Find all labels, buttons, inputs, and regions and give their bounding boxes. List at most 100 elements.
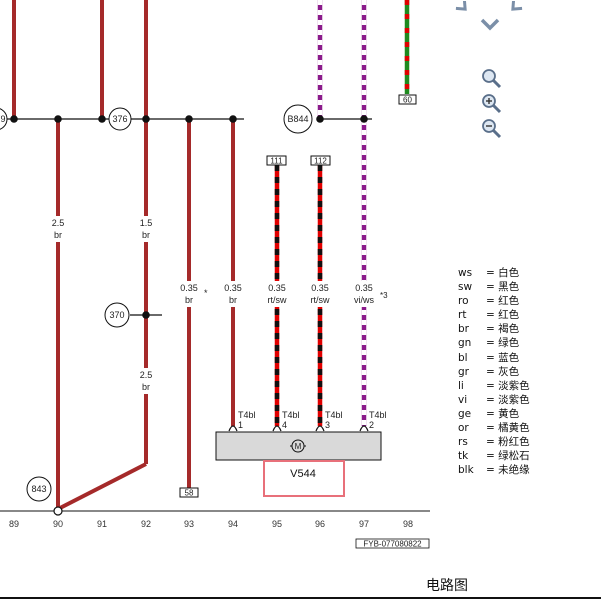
svg-text:T4bl: T4bl: [282, 410, 300, 420]
legend-row: gr= 灰色: [458, 365, 520, 378]
zoom-in-icon[interactable]: [480, 92, 502, 114]
column-numbers: 89 90 91 92 93 94 95 96 97 98: [9, 519, 413, 529]
svg-text:2: 2: [369, 420, 374, 430]
pin-t4bl-2: T4bl 2: [359, 410, 387, 432]
svg-text:111: 111: [270, 157, 283, 166]
svg-text:58: 58: [185, 489, 194, 498]
footnote-3: *3: [380, 291, 388, 300]
svg-text:370: 370: [109, 310, 124, 320]
svg-text:91: 91: [97, 519, 107, 529]
junction-dot: [10, 115, 18, 123]
legend-row: ro= 红色: [458, 295, 520, 308]
svg-text:92: 92: [141, 519, 151, 529]
svg-text:90: 90: [53, 519, 63, 529]
svg-text:br: br: [142, 230, 150, 240]
svg-text:T4bl: T4bl: [238, 410, 256, 420]
ground-point: [53, 506, 63, 516]
svg-text:br: br: [185, 295, 193, 305]
junction-dot: [98, 115, 106, 123]
svg-text:96: 96: [315, 519, 325, 529]
svg-text:379: 379: [0, 114, 6, 124]
terminal-60[interactable]: 60: [398, 94, 417, 105]
svg-text:0.35: 0.35: [311, 283, 329, 293]
diagram-title: 电路图: [426, 578, 468, 594]
terminal-112[interactable]: 112: [310, 155, 331, 166]
svg-text:0.35: 0.35: [224, 283, 242, 293]
svg-text:M: M: [295, 442, 302, 451]
document-id: FYB-077080822: [355, 538, 430, 549]
svg-text:60: 60: [403, 96, 412, 105]
junction-dot: [185, 115, 193, 123]
connector-843[interactable]: 843: [26, 476, 52, 502]
search-icon[interactable]: [480, 67, 502, 89]
svg-text:2.5: 2.5: [52, 218, 65, 228]
legend-row: ws= 白色: [458, 267, 520, 279]
svg-text:4: 4: [282, 420, 287, 430]
connector-b844[interactable]: B844: [283, 104, 313, 134]
scroll-up-right-icon[interactable]: [507, 0, 525, 12]
scroll-up-left-icon[interactable]: [455, 0, 473, 12]
scroll-down-icon[interactable]: [479, 16, 501, 34]
junction-dot: [142, 115, 150, 123]
wire-label: 0.35 rt/sw: [264, 281, 290, 307]
svg-text:1: 1: [238, 420, 243, 430]
component-label: V544: [290, 468, 316, 480]
svg-text:94: 94: [228, 519, 238, 529]
legend-row: br= 褐色: [458, 323, 520, 336]
connector-376[interactable]: 376: [108, 107, 132, 131]
connector-379[interactable]: 379: [0, 108, 8, 130]
color-legend: ws= 白色 sw= 黑色 ro= 红色 rt= 红色 br= 褐色 gn= 绿…: [458, 266, 530, 477]
legend-row: blk= 未绝缘: [458, 464, 530, 477]
component-label-highlight[interactable]: [263, 460, 345, 497]
svg-text:112: 112: [314, 157, 327, 166]
junction-dot: [54, 115, 62, 123]
legend-row: sw= 黑色: [458, 281, 520, 294]
svg-text:0.35: 0.35: [180, 283, 198, 293]
pin-t4bl-4: T4bl 4: [272, 410, 300, 432]
pin-t4bl-3: T4bl 3: [315, 410, 343, 432]
svg-text:0.35: 0.35: [355, 283, 373, 293]
svg-text:B844: B844: [287, 114, 308, 124]
zoom-out-icon[interactable]: [480, 117, 502, 139]
wire-label: 0.35 br: [178, 281, 200, 307]
wire-label: 2.5 br: [138, 368, 154, 394]
svg-text:376: 376: [112, 114, 127, 124]
legend-row: ge= 黄色: [458, 407, 520, 420]
svg-text:2.5: 2.5: [140, 370, 153, 380]
legend-row: vi= 淡紫色: [458, 393, 530, 406]
junction-dot: [316, 115, 324, 123]
legend-row: or= 橘黄色: [458, 422, 530, 435]
svg-text:89: 89: [9, 519, 19, 529]
pin-t4bl-1: T4bl 1: [228, 410, 256, 432]
svg-text:vi/ws: vi/ws: [354, 295, 374, 305]
svg-text:95: 95: [272, 519, 282, 529]
svg-text:97: 97: [359, 519, 369, 529]
footnote-asterisk: *: [204, 288, 208, 298]
svg-text:rt/sw: rt/sw: [268, 295, 287, 305]
svg-text:rt/sw: rt/sw: [311, 295, 330, 305]
legend-row: rt= 红色: [458, 309, 520, 322]
terminal-58[interactable]: 58: [179, 487, 199, 498]
connector-370[interactable]: 370: [104, 302, 162, 328]
legend-row: rs= 粉红色: [458, 436, 530, 449]
terminal-111[interactable]: 111: [266, 155, 287, 166]
legend-row: li= 淡紫色: [458, 379, 530, 392]
svg-text:T4bl: T4bl: [369, 410, 387, 420]
svg-text:1.5: 1.5: [140, 218, 153, 228]
legend-row: gn= 绿色: [458, 337, 520, 350]
svg-text:3: 3: [325, 420, 330, 430]
wire-label: 0.35 rt/sw: [307, 281, 333, 307]
legend-row: bl= 蓝色: [458, 351, 520, 364]
svg-text:br: br: [54, 230, 62, 240]
svg-text:843: 843: [31, 484, 46, 494]
junction-dot: [360, 115, 368, 123]
svg-text:br: br: [142, 382, 150, 392]
motor-icon: M: [290, 439, 306, 453]
svg-text:93: 93: [184, 519, 194, 529]
wire-label: 1.5 br: [138, 216, 154, 242]
legend-row: tk= 绿松石: [458, 450, 530, 463]
junction-dot: [229, 115, 237, 123]
svg-text:FYB-077080822: FYB-077080822: [363, 540, 422, 549]
bottom-divider: [0, 597, 601, 599]
